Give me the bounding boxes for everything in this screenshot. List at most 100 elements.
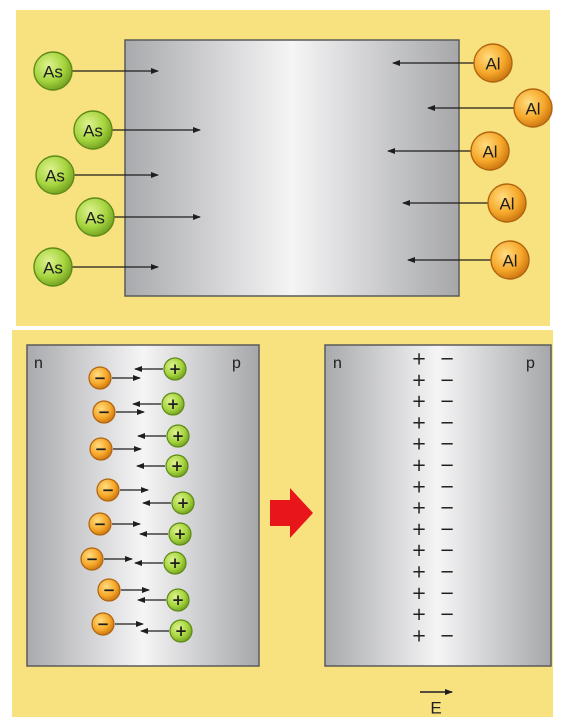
hole-symbol: + xyxy=(171,457,184,475)
hole-symbol: + xyxy=(169,554,182,572)
negative-charge: − xyxy=(439,349,454,370)
as-atom-label: As xyxy=(43,259,63,278)
depletion-charges: +−+−+−+−+−+−+−+−+−+−+−+−+−+− xyxy=(411,349,454,647)
as-atom-circle xyxy=(33,247,73,287)
as-atom-4: As xyxy=(75,197,201,237)
al-atom-label: Al xyxy=(502,252,517,271)
negative-charge: − xyxy=(439,434,454,455)
positive-charge: + xyxy=(411,498,426,519)
hole-circle xyxy=(169,619,193,643)
negative-charge: − xyxy=(439,519,454,540)
al-atom-circle xyxy=(473,43,513,83)
positive-charge: + xyxy=(411,434,426,455)
al-atom-1: Al xyxy=(392,43,513,83)
hole-circle xyxy=(166,424,190,448)
electron-circle xyxy=(97,578,121,602)
positive-charge: + xyxy=(411,604,426,625)
electron-symbol: − xyxy=(102,481,115,499)
semiconductor-slab xyxy=(124,39,460,297)
positive-charge: + xyxy=(411,412,426,433)
hole-symbol: + xyxy=(174,525,187,543)
electron-symbol: − xyxy=(97,615,110,633)
negative-charge: − xyxy=(439,455,454,476)
n-region-label: n xyxy=(34,355,43,372)
carrier-pair-1: −+ xyxy=(88,357,187,390)
electron-circle xyxy=(89,437,113,461)
hole-symbol: + xyxy=(172,591,185,609)
positive-charge: + xyxy=(411,455,426,476)
hole-circle xyxy=(163,357,187,381)
as-atom-label: As xyxy=(85,209,105,228)
hole-symbol: + xyxy=(172,427,185,445)
al-atom-label: Al xyxy=(482,143,497,162)
al-atom-label: Al xyxy=(499,195,514,214)
electron-symbol: − xyxy=(86,550,99,568)
diffusion-panel xyxy=(26,344,260,667)
al-atom-label: Al xyxy=(485,55,500,74)
al-atom-4: Al xyxy=(402,183,527,223)
carrier-pair-3: −+ xyxy=(89,424,190,461)
as-atom-3: As xyxy=(35,155,159,195)
as-atom-circle xyxy=(35,155,75,195)
electric-field-symbol: E xyxy=(420,689,453,717)
negative-charge: − xyxy=(439,370,454,391)
depletion-panel xyxy=(324,344,552,667)
electron-symbol: − xyxy=(94,369,107,387)
hole-symbol: + xyxy=(167,395,180,413)
al-atom-label: Al xyxy=(525,100,540,119)
as-atom-circle xyxy=(73,110,113,150)
hole-circle xyxy=(163,551,187,575)
carrier-pairs: −+−+−++−+−+−+−+−+ xyxy=(80,357,195,643)
carrier-pair-8: −+ xyxy=(97,578,190,612)
hole-symbol: + xyxy=(177,494,190,512)
as-atom-5: As xyxy=(33,247,159,287)
positive-charge: + xyxy=(411,583,426,604)
hole-circle xyxy=(171,491,195,515)
al-atom-circle xyxy=(487,183,527,223)
field-label: E xyxy=(430,699,441,717)
electron-circle xyxy=(96,478,120,502)
positive-charge: + xyxy=(411,370,426,391)
negative-charge: − xyxy=(439,540,454,561)
right-arrow-icon xyxy=(270,488,313,538)
as-atom-label: As xyxy=(83,122,103,141)
positive-charge: + xyxy=(411,349,426,370)
n-region-label-right: n xyxy=(333,355,342,372)
electron-circle xyxy=(80,547,104,571)
al-atom-5: Al xyxy=(407,240,530,280)
as-atom-circle xyxy=(75,197,115,237)
carrier-pair-7: −+ xyxy=(80,547,187,575)
positive-charge: + xyxy=(411,540,426,561)
al-atom-circle xyxy=(470,131,510,171)
hole-symbol: + xyxy=(175,622,188,640)
electron-circle xyxy=(88,366,112,390)
electron-symbol: − xyxy=(95,440,108,458)
positive-charge: + xyxy=(411,562,426,583)
as-atom-label: As xyxy=(43,63,63,82)
negative-charge: − xyxy=(439,583,454,604)
p-region-label-right: p xyxy=(526,355,535,372)
hole-symbol: + xyxy=(169,360,182,378)
carrier-pair-6: −+ xyxy=(88,512,192,546)
negative-charge: − xyxy=(439,412,454,433)
negative-charge: − xyxy=(439,625,454,646)
al-atom-3: Al xyxy=(387,131,510,171)
al-atom-2: Al xyxy=(427,88,553,128)
carrier-pair-5: −+ xyxy=(96,478,195,515)
positive-charge: + xyxy=(411,476,426,497)
negative-charge: − xyxy=(439,562,454,583)
negative-charge: − xyxy=(439,476,454,497)
carrier-pair-2: −+ xyxy=(92,392,185,424)
as-atom-label: As xyxy=(45,167,65,186)
carrier-pair-9: −+ xyxy=(91,612,193,643)
as-atom-2: As xyxy=(73,110,201,150)
electron-circle xyxy=(92,400,116,424)
as-atom-1: As xyxy=(33,51,159,91)
negative-charge: − xyxy=(439,498,454,519)
al-atom-circle xyxy=(490,240,530,280)
hole-circle xyxy=(161,392,185,416)
electron-symbol: − xyxy=(103,581,116,599)
hole-circle xyxy=(165,454,189,478)
electron-symbol: − xyxy=(94,515,107,533)
